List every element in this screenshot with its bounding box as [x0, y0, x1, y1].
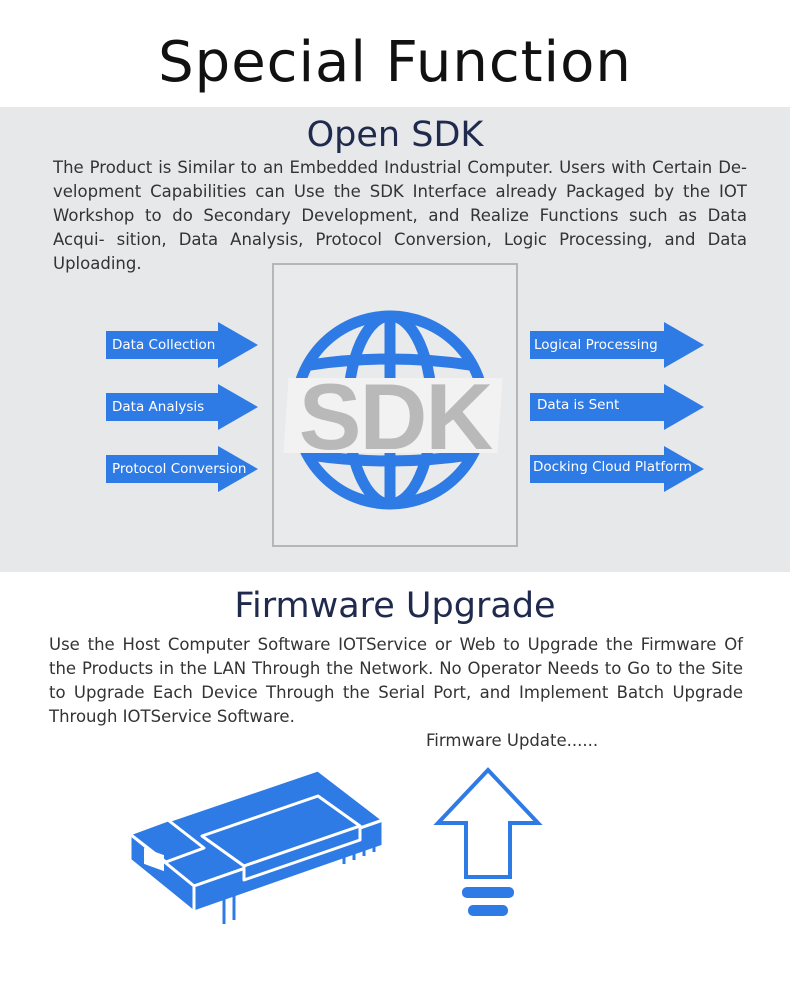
- output-arrow-docking-cloud: Docking Cloud Platform: [530, 446, 704, 492]
- input-arrow-data-collection: Data Collection: [106, 322, 258, 368]
- output-arrow-data-sent: Data is Sent: [530, 384, 704, 430]
- sdk-center-label: SDK: [298, 364, 493, 469]
- input-arrow-label: Data Analysis: [112, 399, 205, 415]
- firmware-update-caption: Firmware Update......: [426, 731, 599, 750]
- open-sdk-title: Open SDK: [306, 115, 484, 155]
- output-arrow-logical-processing: Logical Processing: [530, 322, 704, 368]
- output-arrow-label: Data is Sent: [537, 397, 620, 413]
- page-title: Special Function: [158, 30, 632, 95]
- firmware-upgrade-description: Use the Host Computer Software IOTServic…: [49, 635, 743, 726]
- output-arrow-label: Docking Cloud Platform: [533, 459, 692, 475]
- iot-module-icon: [128, 768, 385, 924]
- input-arrow-protocol-conversion: Protocol Conversion: [106, 446, 258, 492]
- upload-arrow-icon: [433, 767, 543, 916]
- input-arrow-label: Protocol Conversion: [112, 461, 247, 477]
- firmware-upgrade-title: Firmware Upgrade: [234, 586, 556, 626]
- input-arrow-label: Data Collection: [112, 337, 216, 353]
- output-arrow-label: Logical Processing: [534, 337, 658, 353]
- open-sdk-description: The Product is Similar to an Embedded In…: [53, 158, 747, 273]
- input-arrow-data-analysis: Data Analysis: [106, 384, 258, 430]
